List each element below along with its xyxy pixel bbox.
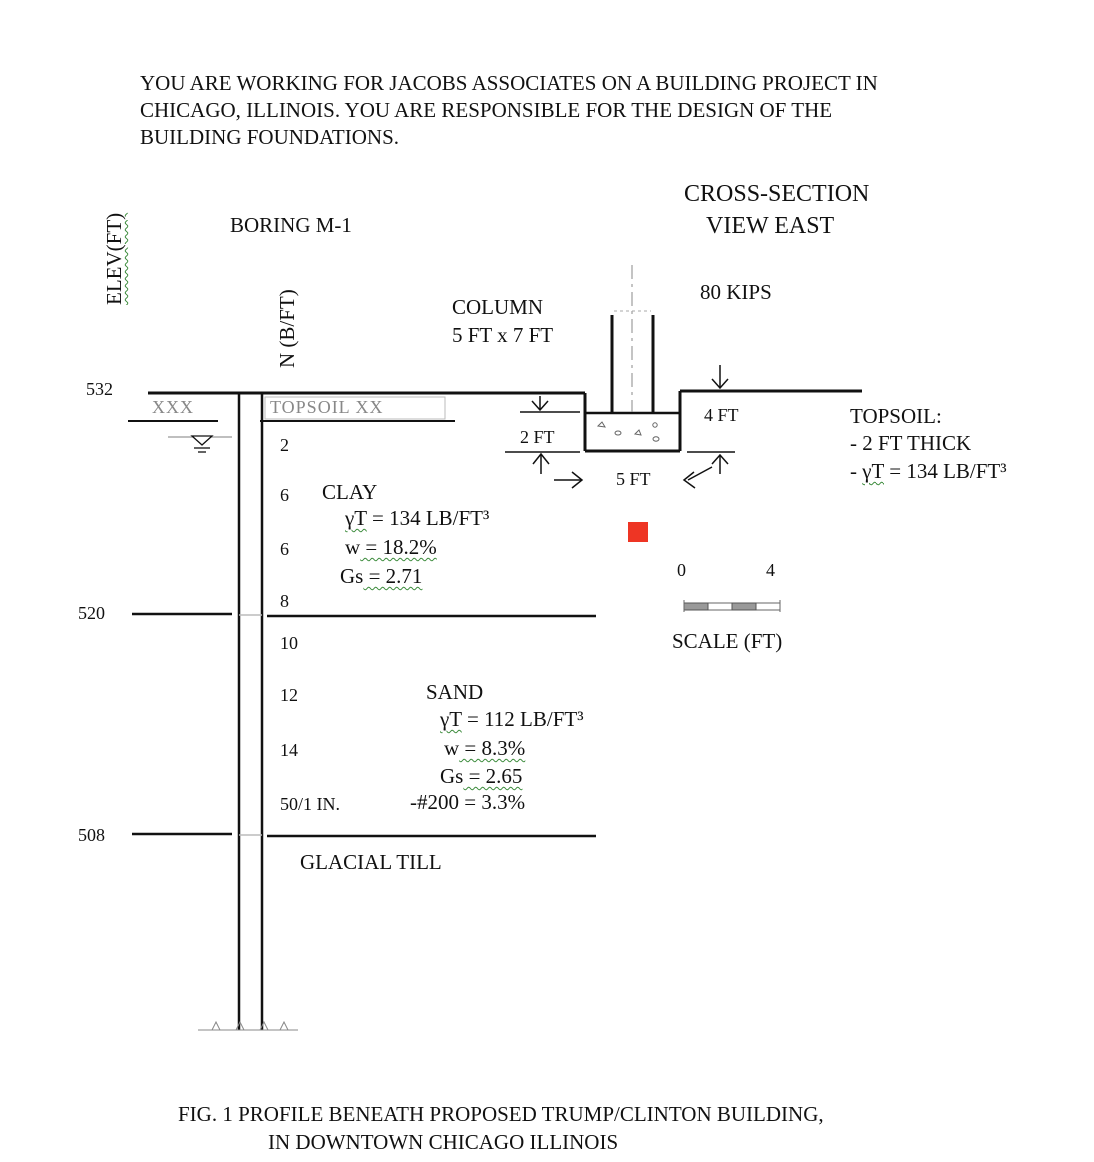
red-marker [628,522,648,542]
dim-2ft-label: 2 FT [520,427,555,447]
caption-line: IN DOWNTOWN CHICAGO ILLINOIS [268,1130,619,1154]
topsoil-log-box [264,396,446,420]
elevation-508: 508 [78,825,105,845]
intro-text: YOU ARE WORKING FOR JACOBS ASSOCIATES ON… [140,70,878,151]
spt-value: 2 [280,435,289,455]
spt-value: 6 [280,539,289,559]
intro-line: YOU ARE WORKING FOR JACOBS ASSOCIATES ON… [140,71,878,95]
boring-bottom [198,1020,298,1031]
sand-fines: -#200 = 3.3% [410,790,526,814]
water-table-symbol [168,435,232,453]
spt-value: 50/1 IN. [280,794,340,814]
boring-label: BORING M-1 [230,213,352,237]
load-label: 80 KIPS [700,280,772,304]
intro-line: BUILDING FOUNDATIONS. [140,125,399,149]
cross-section-title: CROSS-SECTION [684,181,870,207]
column-label: COLUMN [452,295,544,319]
sand-unit-weight: γT = 112 LB/FT³ [440,707,584,731]
topsoil-note-title: TOPSOIL: [850,404,942,428]
spt-value: 8 [280,591,289,611]
figure-caption: FIG. 1 PROFILE BENEATH PROPOSED TRUMP/CL… [178,1100,824,1156]
sand-specific-gravity: Gs = 2.65 [440,764,523,788]
cross-section-subtitle: VIEW EAST [706,213,835,239]
clay-water-content: w = 18.2% [345,535,437,559]
clay-label: CLAY [322,480,378,504]
column-size-label: 5 FT x 7 FT [452,323,554,347]
scale-four-label: 4 [766,560,775,580]
spt-value: 14 [280,740,298,760]
dim-5ft [554,466,713,489]
sand-water-content: w = 8.3% [444,736,526,760]
spt-value: 6 [280,485,289,505]
spt-value: 12 [280,685,298,705]
intro-line: CHICAGO, ILLINOIS. YOU ARE RESPONSIBLE F… [140,98,833,122]
clay-unit-weight: γT = 134 LB/FT³ [345,506,490,530]
clay-specific-gravity: Gs = 2.71 [340,564,423,588]
topsoil-hatch: XXX [152,397,194,417]
n-axis-label: N (B/FT) [275,289,299,368]
spt-value: 10 [280,633,298,653]
elevation-520: 520 [78,603,105,623]
dim-4ft [687,365,735,474]
topsoil-note-thickness: - 2 FT THICK [850,431,972,455]
glacial-till-label: GLACIAL TILL [300,850,442,874]
scale-bar [683,600,781,612]
topsoil-log-text: TOPSOIL XX [270,397,384,417]
sand-label: SAND [426,680,484,704]
concrete-aggregate [596,421,660,442]
dim-5ft-label: 5 FT [616,469,651,489]
elev-axis-label: ELEV(FT) [102,212,126,305]
caption-line: FIG. 1 PROFILE BENEATH PROPOSED TRUMP/CL… [178,1102,824,1126]
scale-label: SCALE (FT) [672,629,783,653]
dim-2ft [505,396,580,474]
scale-zero-label: 0 [677,560,686,580]
topsoil-note-unit-weight: - γT = 134 LB/FT³ [850,459,1007,483]
elevation-532: 532 [86,379,113,399]
dim-4ft-label: 4 FT [704,405,739,425]
